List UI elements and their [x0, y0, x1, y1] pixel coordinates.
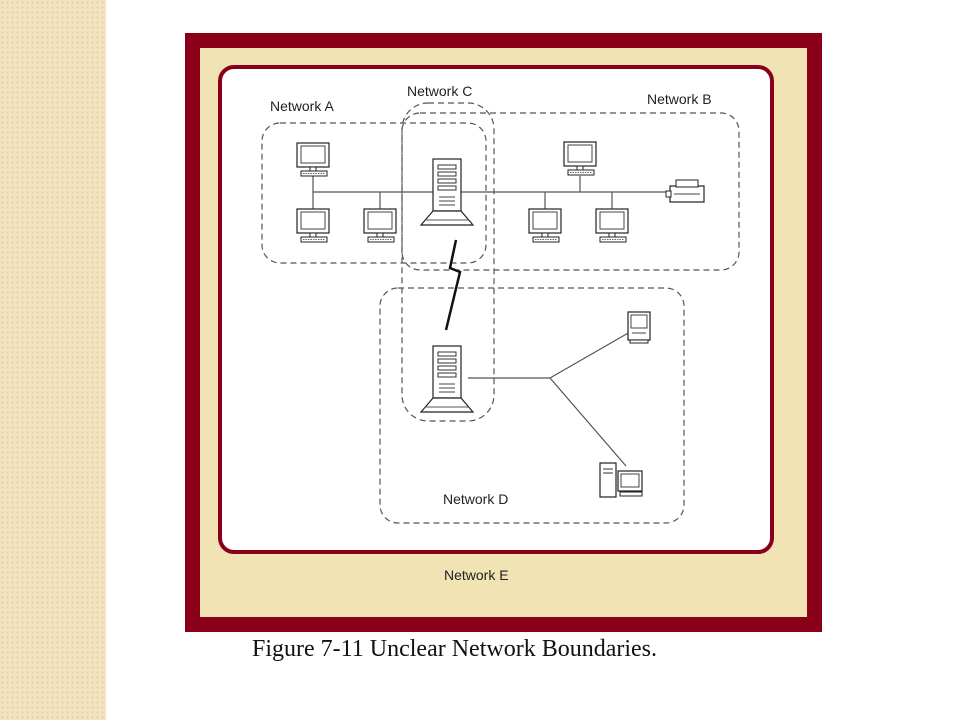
computer-icon — [528, 208, 562, 243]
network-e-label: Network E — [444, 567, 509, 583]
computer-icon — [595, 208, 629, 243]
computer-icon — [363, 208, 397, 243]
network-b-boundary — [401, 112, 740, 271]
network-c-label: Network C — [407, 83, 473, 99]
network-c-boundary — [401, 102, 495, 422]
network-d-label: Network D — [443, 491, 509, 507]
network-d-boundary — [379, 287, 685, 524]
network-a-boundary — [261, 122, 487, 264]
decorative-side-strip — [0, 0, 106, 720]
computer-icon — [627, 311, 651, 344]
wan-link-bolt-icon — [444, 239, 462, 331]
network-b-label: Network B — [647, 91, 712, 107]
network-e-boundary — [218, 65, 774, 554]
computer-icon — [296, 208, 330, 243]
figure-caption: Figure 7-11 Unclear Network Boundaries. — [252, 636, 657, 662]
computer-icon — [563, 141, 597, 176]
network-a-label: Network A — [270, 98, 334, 114]
computer-icon — [296, 142, 330, 177]
